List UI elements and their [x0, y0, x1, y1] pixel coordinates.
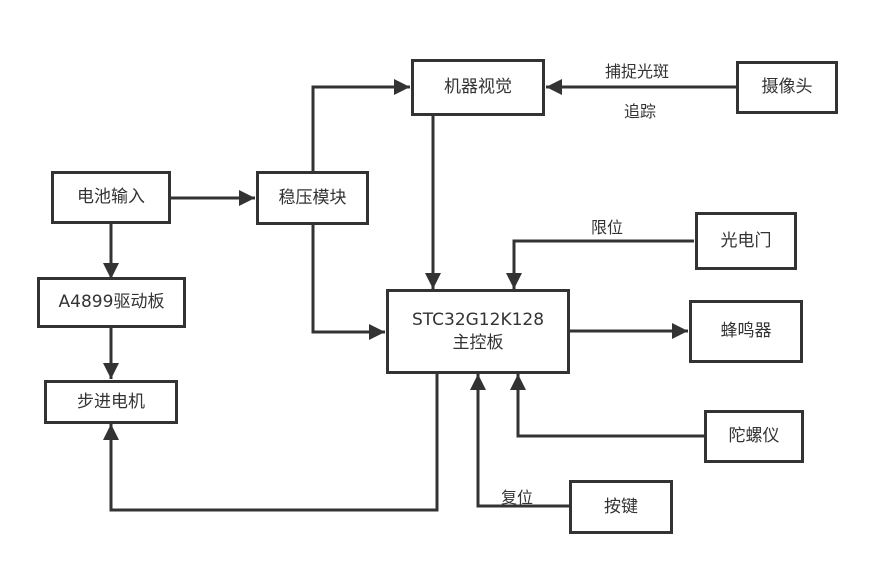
node-driver-board-label: A4899驱动板	[58, 292, 165, 313]
edge-label-limit: 限位	[591, 218, 624, 237]
node-voltage-regulator-label: 稳压模块	[278, 187, 347, 208]
edge-label-tracking: 追踪	[624, 102, 657, 121]
node-photogate: 光电门	[695, 212, 797, 270]
node-stepper-motor: 步进电机	[44, 380, 178, 424]
edge-mcu-motor	[103, 373, 439, 512]
edge-gyro-mcu	[510, 374, 704, 438]
edge-photogate-mcu	[506, 239, 694, 289]
edge-regulator-mcu	[311, 225, 385, 340]
node-machine-vision-label: 机器视觉	[444, 77, 512, 98]
node-gyroscope: 陀螺仪	[704, 410, 804, 463]
edge-button-mcu	[470, 374, 569, 508]
node-buzzer-label: 蜂鸣器	[720, 321, 772, 342]
node-button: 按键	[569, 480, 673, 534]
edge-regulator-vision	[311, 79, 410, 171]
node-buzzer: 蜂鸣器	[689, 300, 803, 363]
node-driver-board: A4899驱动板	[37, 277, 186, 328]
node-battery-input-label: 电池输入	[77, 187, 145, 208]
node-button-label: 按键	[604, 496, 638, 517]
node-gyroscope-label: 陀螺仪	[728, 426, 780, 447]
node-battery-input: 电池输入	[51, 171, 171, 224]
edge-label-reset: 复位	[501, 488, 534, 507]
node-main-controller: STC32G12K128 主控板	[386, 289, 570, 374]
node-main-controller-model: STC32G12K128	[411, 310, 545, 331]
node-machine-vision: 机器视觉	[411, 59, 545, 116]
node-camera-label: 摄像头	[761, 77, 813, 98]
node-stepper-motor-label: 步进电机	[77, 391, 145, 412]
node-main-controller-label: 主控板	[452, 332, 504, 353]
node-photogate-label: 光电门	[720, 230, 772, 251]
node-camera: 摄像头	[736, 61, 838, 114]
node-voltage-regulator: 稳压模块	[256, 171, 369, 225]
edge-label-capture-spot: 捕捉光斑	[605, 62, 670, 81]
